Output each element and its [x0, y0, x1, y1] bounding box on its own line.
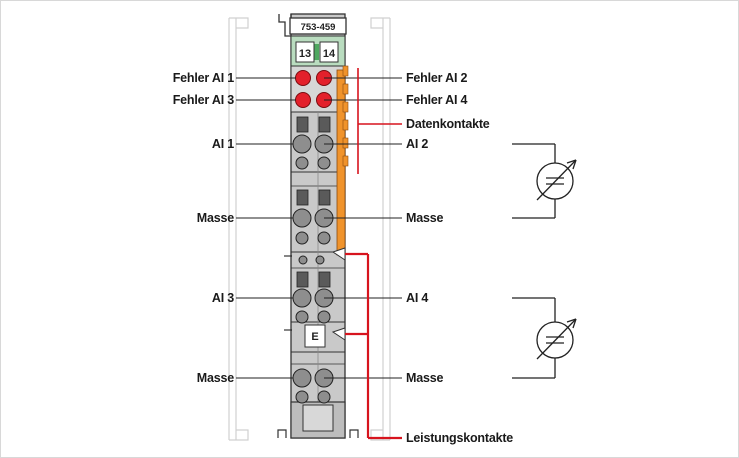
- led-fault-ai3: [295, 92, 311, 108]
- label-data-contacts: Datenkontakte: [406, 117, 490, 131]
- channel-marker-13: 13: [299, 48, 311, 60]
- label-fault-ai1: Fehler AI 1: [172, 71, 234, 85]
- label-fault-ai2: Fehler AI 2: [406, 71, 468, 85]
- earth-marker-box: [304, 324, 326, 348]
- release-slots: [296, 116, 331, 288]
- earth-marker-label: E: [311, 331, 318, 343]
- sensor-2-symbol: [512, 297, 577, 379]
- label-ground-2: Masse: [406, 211, 444, 225]
- channel-markers: [295, 41, 339, 63]
- led-fault-ai1: [295, 70, 311, 86]
- label-ai4: AI 4: [406, 291, 429, 305]
- data-contacts-strip: [336, 65, 349, 256]
- label-fault-ai4: Fehler AI 4: [406, 93, 468, 107]
- power-contacts-bracket: [345, 252, 402, 440]
- label-power-contacts: Leistungskontakte: [406, 431, 514, 445]
- leader-lines-left: [236, 77, 296, 379]
- channel-marker-14: 14: [323, 48, 336, 60]
- label-ai3: AI 3: [211, 291, 234, 305]
- din-rail-outline: [228, 17, 391, 441]
- label-ground-3: Masse: [196, 371, 234, 385]
- data-contacts-bracket: [357, 68, 402, 174]
- sensor-1-symbol: [512, 143, 577, 219]
- label-ground-1: Masse: [196, 211, 234, 225]
- leader-lines-right: [324, 77, 402, 379]
- label-ground-4: Masse: [406, 371, 444, 385]
- label-ai2: AI 2: [406, 137, 429, 151]
- label-ai1: AI 1: [211, 137, 234, 151]
- module-part-number: 753-459: [301, 22, 336, 33]
- label-fault-ai3: Fehler AI 3: [172, 93, 234, 107]
